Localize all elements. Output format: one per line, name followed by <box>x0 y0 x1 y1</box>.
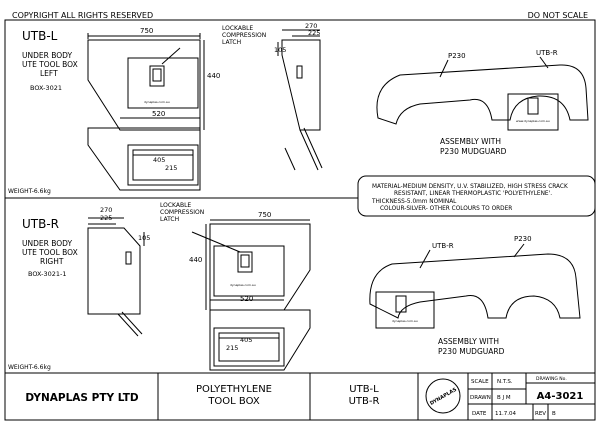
company-name: DYNAPLAS PTY LTD <box>25 392 138 404</box>
utbr-dim-depth-top: 270 <box>100 206 112 214</box>
scale-label: SCALE <box>471 379 489 385</box>
assembly-r-brand: dynaplas.com.au <box>392 319 418 323</box>
assembly-r-part2: P230 <box>514 235 532 243</box>
utbl-latch-label3: LATCH <box>222 39 241 46</box>
utbl-brand: dynaplas.com.au <box>144 100 170 104</box>
utbr-assembly <box>369 243 581 329</box>
rev-value: B <box>552 411 556 417</box>
assembly-l-caption2: P230 MUDGUARD <box>440 147 507 156</box>
spec-box <box>357 175 596 217</box>
drawn-value: B J M <box>497 395 511 401</box>
utbl-dim-depth-inner: 225 <box>308 29 320 37</box>
utbl-side-view <box>277 29 323 171</box>
utbl-base-view <box>87 127 201 191</box>
utbr-dim-base: 520 <box>240 295 253 303</box>
copyright-note: COPYRIGHT ALL RIGHTS RESERVED <box>12 11 153 20</box>
utbr-desc1: UNDER BODY <box>22 239 72 248</box>
date-value: 11.7.04 <box>495 411 516 417</box>
assembly-l-part1: P230 <box>448 52 466 60</box>
assembly-l-caption1: ASSEMBLY WITH <box>440 137 501 146</box>
utbr-front-view <box>191 219 311 311</box>
utbl-desc1: UNDER BODY <box>22 51 72 60</box>
utbr-base-view <box>209 309 311 371</box>
utbr-dim-opening-w: 405 <box>240 336 252 344</box>
utbl-dim-width: 750 <box>140 27 153 35</box>
utbl-dim-side: 105 <box>274 46 286 54</box>
company-logo <box>425 378 461 414</box>
drawn-label: DRAWN <box>470 395 491 401</box>
utbr-code: UTB-R <box>22 217 59 231</box>
utbl-front-view <box>87 33 205 131</box>
utbl-desc2: UTE TOOL BOX <box>22 60 78 69</box>
utbr-dim-side: 105 <box>138 234 150 242</box>
spec-line1: MATERIAL-MEDIUM DENSITY, U.V. STABILIZED… <box>372 184 568 190</box>
model-line2: UTB-R <box>349 396 380 407</box>
utbr-dim-depth-inner: 225 <box>100 214 112 222</box>
utbl-assembly <box>376 56 589 131</box>
date-label: DATE <box>472 411 487 417</box>
drawing-frame <box>4 19 596 421</box>
utbr-brand: dynaplas.com.au <box>230 283 256 287</box>
utbr-side-view <box>87 217 145 337</box>
spec-line3: THICKNESS-5.0mm NOMINAL <box>371 199 457 205</box>
utbr-dim-height: 440 <box>189 256 202 264</box>
utbl-code: UTB-L <box>22 29 58 43</box>
utbl-weight: WEIGHT-6.6kg <box>8 188 51 195</box>
spec-line2: RESISTANT, LINEAR THERMOPLASTIC 'POLYETH… <box>394 191 552 197</box>
drawing-number: A4-3021 <box>537 391 584 402</box>
utbr-latch-label2: COMPRESSION <box>160 209 204 216</box>
utbl-dim-opening-h: 215 <box>165 164 177 172</box>
utbl-latch-label2: COMPRESSION <box>222 32 266 39</box>
utbl-latch-label1: LOCKABLE <box>222 25 253 32</box>
title-block-lines <box>5 372 595 420</box>
utbr-latch-label3: LATCH <box>160 216 179 223</box>
spec-line4: COLOUR-SILVER- OTHER COLOURS TO ORDER <box>380 206 512 212</box>
rev-label: REV <box>535 411 546 417</box>
utbr-latch-label1: LOCKABLE <box>160 202 191 209</box>
utbr-desc3: RIGHT <box>40 257 64 266</box>
utbl-dim-depth-top: 270 <box>305 22 317 30</box>
model-line1: UTB-L <box>349 384 379 395</box>
logo-text: DYNAPLAS <box>429 387 458 407</box>
utbl-desc3: LEFT <box>40 69 58 78</box>
drawing-no-label: DRAWING No. <box>536 376 567 382</box>
utbr-desc2: UTE TOOL BOX <box>22 248 78 257</box>
assembly-r-part1: UTB-R <box>432 242 454 250</box>
utbr-weight: WEIGHT-6.6kg <box>8 364 51 371</box>
product-line2: TOOL BOX <box>207 396 260 407</box>
assembly-l-brand: www.dynaplas.com.au <box>516 119 550 123</box>
utbr-dim-opening-h: 215 <box>226 344 238 352</box>
utbl-dim-opening-w: 405 <box>153 156 165 164</box>
assembly-r-caption2: P230 MUDGUARD <box>438 347 505 356</box>
scale-value: N.T.S. <box>497 379 513 385</box>
assembly-r-caption1: ASSEMBLY WITH <box>438 337 499 346</box>
utbl-dim-height: 440 <box>207 72 220 80</box>
scale-note: DO NOT SCALE <box>528 11 588 20</box>
utbl-part: BOX-3021 <box>30 84 62 92</box>
assembly-l-part2: UTB-R <box>536 49 558 57</box>
utbr-dim-width: 750 <box>258 211 271 219</box>
utbl-dim-base: 520 <box>152 110 165 118</box>
utbr-part: BOX-3021-1 <box>28 270 67 278</box>
product-line1: POLYETHYLENE <box>196 384 272 395</box>
